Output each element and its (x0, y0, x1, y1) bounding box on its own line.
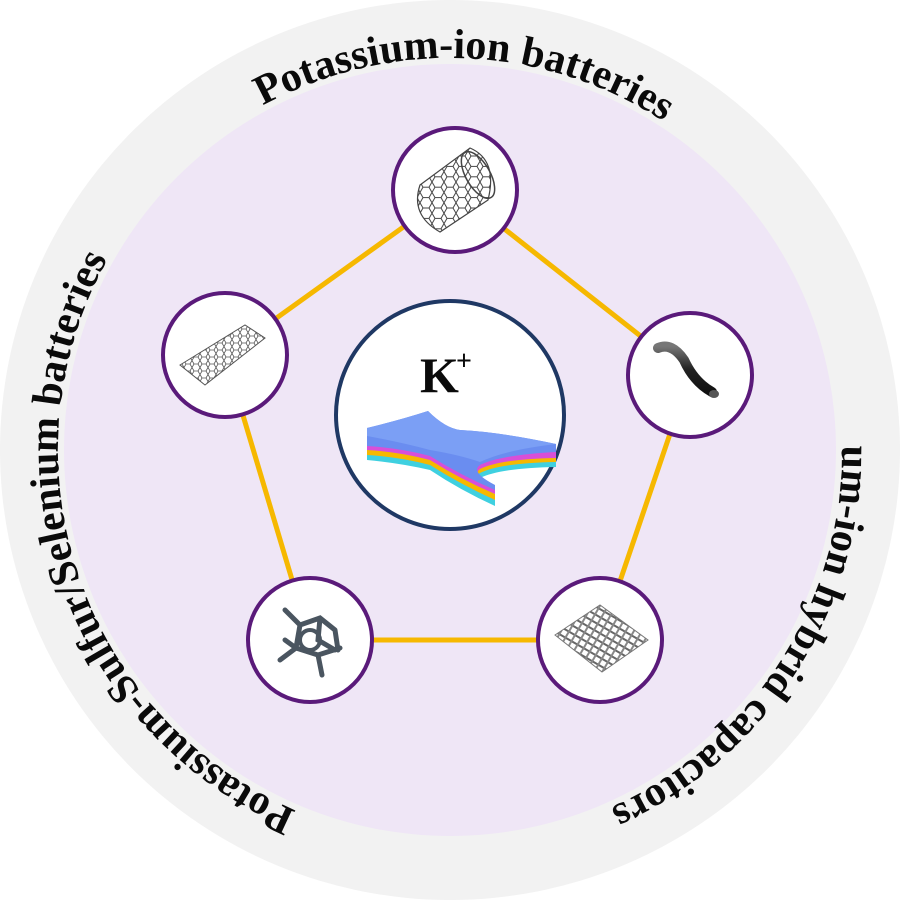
ion-symbol: K (420, 347, 459, 403)
node-carbon-nanotube (391, 126, 519, 254)
layered-sheet-icon (367, 411, 556, 506)
graphene-sheet-icon (179, 324, 266, 386)
3d-carbon-framework-icon (277, 607, 343, 678)
ion-charge: + (456, 346, 472, 377)
node-carbon-fiber (626, 311, 754, 439)
node-carbon-mesh (536, 576, 664, 704)
node-3d-carbon-framework (246, 576, 374, 704)
carbon-nanotube-icon (416, 147, 496, 233)
center-node: K + (334, 299, 566, 531)
carbon-fiber-icon (653, 341, 719, 398)
node-graphene-sheet (161, 291, 289, 419)
carbon-mesh-icon (554, 604, 649, 673)
